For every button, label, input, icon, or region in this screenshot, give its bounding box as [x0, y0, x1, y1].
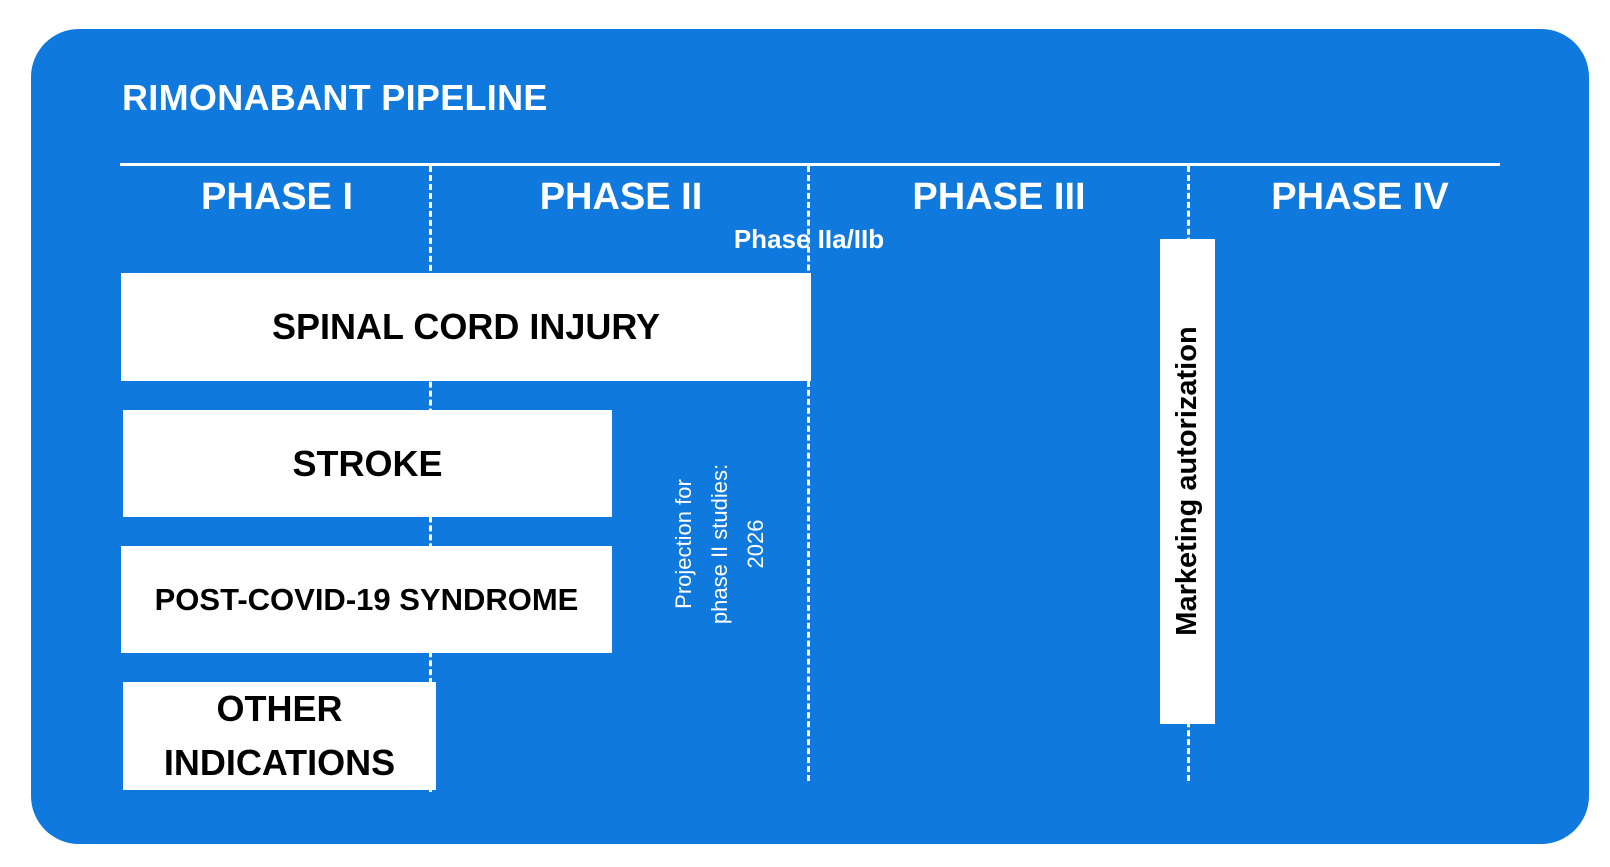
projection-note-line-1: Projection for — [671, 479, 696, 609]
indication-bar-stroke: STROKE — [123, 410, 612, 517]
marketing-authorization-label: Marketing autorization — [1171, 326, 1203, 636]
projection-note-line-2: phase II studies: — [707, 463, 732, 625]
phase-header-3: PHASE III — [912, 176, 1086, 218]
phase-sublabel: Phase IIa/IIb — [733, 224, 885, 254]
phase-header-4: PHASE IV — [1271, 176, 1449, 218]
pipeline-title: RIMONABANT PIPELINE — [122, 77, 548, 118]
phase-header-2: PHASE II — [539, 176, 703, 218]
indication-label: STROKE — [292, 442, 443, 484]
indication-bar-spinal-cord-injury: SPINAL CORD INJURY — [121, 273, 811, 381]
projection-note-line-3: 2026 — [743, 519, 768, 569]
header-divider — [120, 163, 1500, 166]
indication-bar-other-indications: OTHER INDICATIONS — [123, 682, 436, 790]
phase-separator-2-3 — [807, 166, 810, 781]
marketing-authorization-bar — [1160, 239, 1215, 724]
projection-note: Projection for phase II studies: 2026 — [666, 344, 774, 744]
phase-header-1: PHASE I — [200, 176, 354, 218]
indication-label: OTHER INDICATIONS — [163, 688, 396, 783]
indication-bar-post-covid-19-syndrome: POST-COVID-19 SYNDROME — [121, 546, 612, 653]
indication-label: POST-COVID-19 SYNDROME — [154, 581, 579, 617]
indication-label: SPINAL CORD INJURY — [271, 306, 661, 347]
